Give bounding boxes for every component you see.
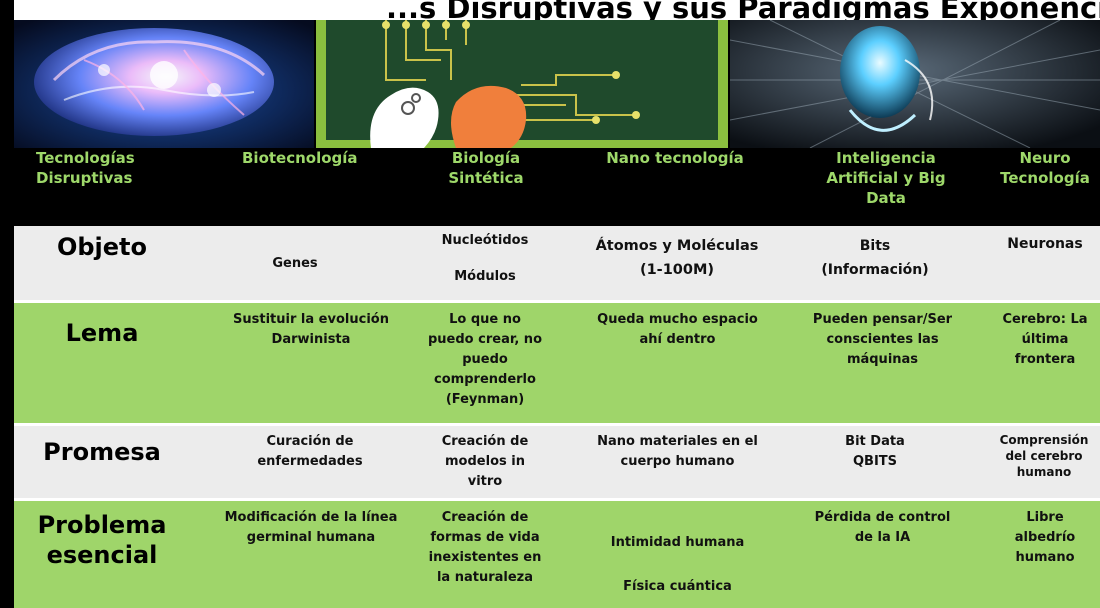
- row-problema: [14, 501, 1100, 608]
- row-promesa: [14, 426, 1100, 498]
- cell-problema-nano: Intimidad humana Física cuántica: [610, 535, 745, 594]
- cell-lema-biotec: Sustituir la evolución Darwinista: [233, 312, 389, 347]
- row-label-objeto: Objeto: [56, 233, 148, 261]
- header-biotecnologia: Biotecnología: [210, 148, 360, 226]
- row-label-problema: Problema esencial: [37, 511, 167, 569]
- header-text: Nano tecnología: [606, 149, 744, 167]
- header-neurotecnologia: Neuro Tecnología: [990, 148, 1100, 226]
- cell-objeto-neuronas: Neuronas: [1007, 236, 1083, 252]
- row-divider: [14, 423, 1100, 426]
- header-text: Neuro Tecnología: [1000, 149, 1090, 187]
- header-text: Biotecnología: [242, 149, 358, 167]
- header-text: Tecnologías Disruptivas: [36, 149, 135, 187]
- cell-objeto-atomos: Átomos y Moléculas (1-100M): [595, 238, 759, 278]
- robot-head-image: [730, 20, 1100, 148]
- cell-problema-biosint: Creación de formas de vida inexistentes …: [428, 510, 542, 585]
- cell-promesa-ia: Bit Data QBITS: [845, 434, 905, 469]
- header-text: Inteligencia Artificial y Big Data: [826, 149, 946, 207]
- title-bar: ...s Disruptivas y sus Paradigmas Expone…: [14, 0, 1100, 20]
- cell-problema-ia: Pérdida de control de la IA: [814, 510, 951, 545]
- ai-circuit-head-image: [316, 20, 728, 148]
- cell-problema-neuro: Libre albedrío humano: [1014, 510, 1076, 565]
- slide-title: ...s Disruptivas y sus Paradigmas Expone…: [386, 0, 1100, 20]
- cell-lema-neuro: Cerebro: La última frontera: [1002, 312, 1088, 367]
- row-lema: [14, 303, 1100, 423]
- cell-promesa-nano: Nano materiales en el cuerpo humano: [597, 434, 758, 469]
- row-label-lema: Lema: [65, 319, 139, 347]
- header-biologia-sintetica: Biología Sintética: [432, 148, 540, 226]
- cell-promesa-neuro: Comprensión del cerebro humano: [999, 433, 1089, 479]
- brain-glow-image: [14, 20, 314, 148]
- cell-objeto-nucleotidos: Nucleótidos Módulos: [441, 233, 529, 284]
- cell-problema-biotec: Modificación de la línea germinal humana: [224, 510, 398, 545]
- cell-lema-ia: Pueden pensar/Ser conscientes las máquin…: [812, 312, 953, 367]
- row-label-promesa: Promesa: [43, 438, 161, 466]
- header-tecnologias: Tecnologías Disruptivas: [14, 148, 190, 226]
- header-nanotecnologia: Nano tecnología: [600, 148, 750, 226]
- row-divider: [14, 498, 1100, 501]
- header-ia-big-data: Inteligencia Artificial y Big Data: [810, 148, 962, 226]
- cell-promesa-biotec: Curación de enfermedades: [257, 434, 363, 469]
- row-objeto: [14, 226, 1100, 302]
- cell-objeto-genes: Genes: [272, 256, 318, 271]
- row-divider: [14, 300, 1100, 303]
- cell-objeto-bits: Bits (Información): [821, 238, 929, 278]
- cell-lema-biosint: Lo que no puedo crear, no puedo comprend…: [428, 312, 542, 407]
- header-text: Biología Sintética: [448, 149, 524, 187]
- cell-lema-nano: Queda mucho espacio ahí dentro: [597, 312, 758, 347]
- cell-promesa-biosint: Creación de modelos in vitro: [441, 434, 529, 489]
